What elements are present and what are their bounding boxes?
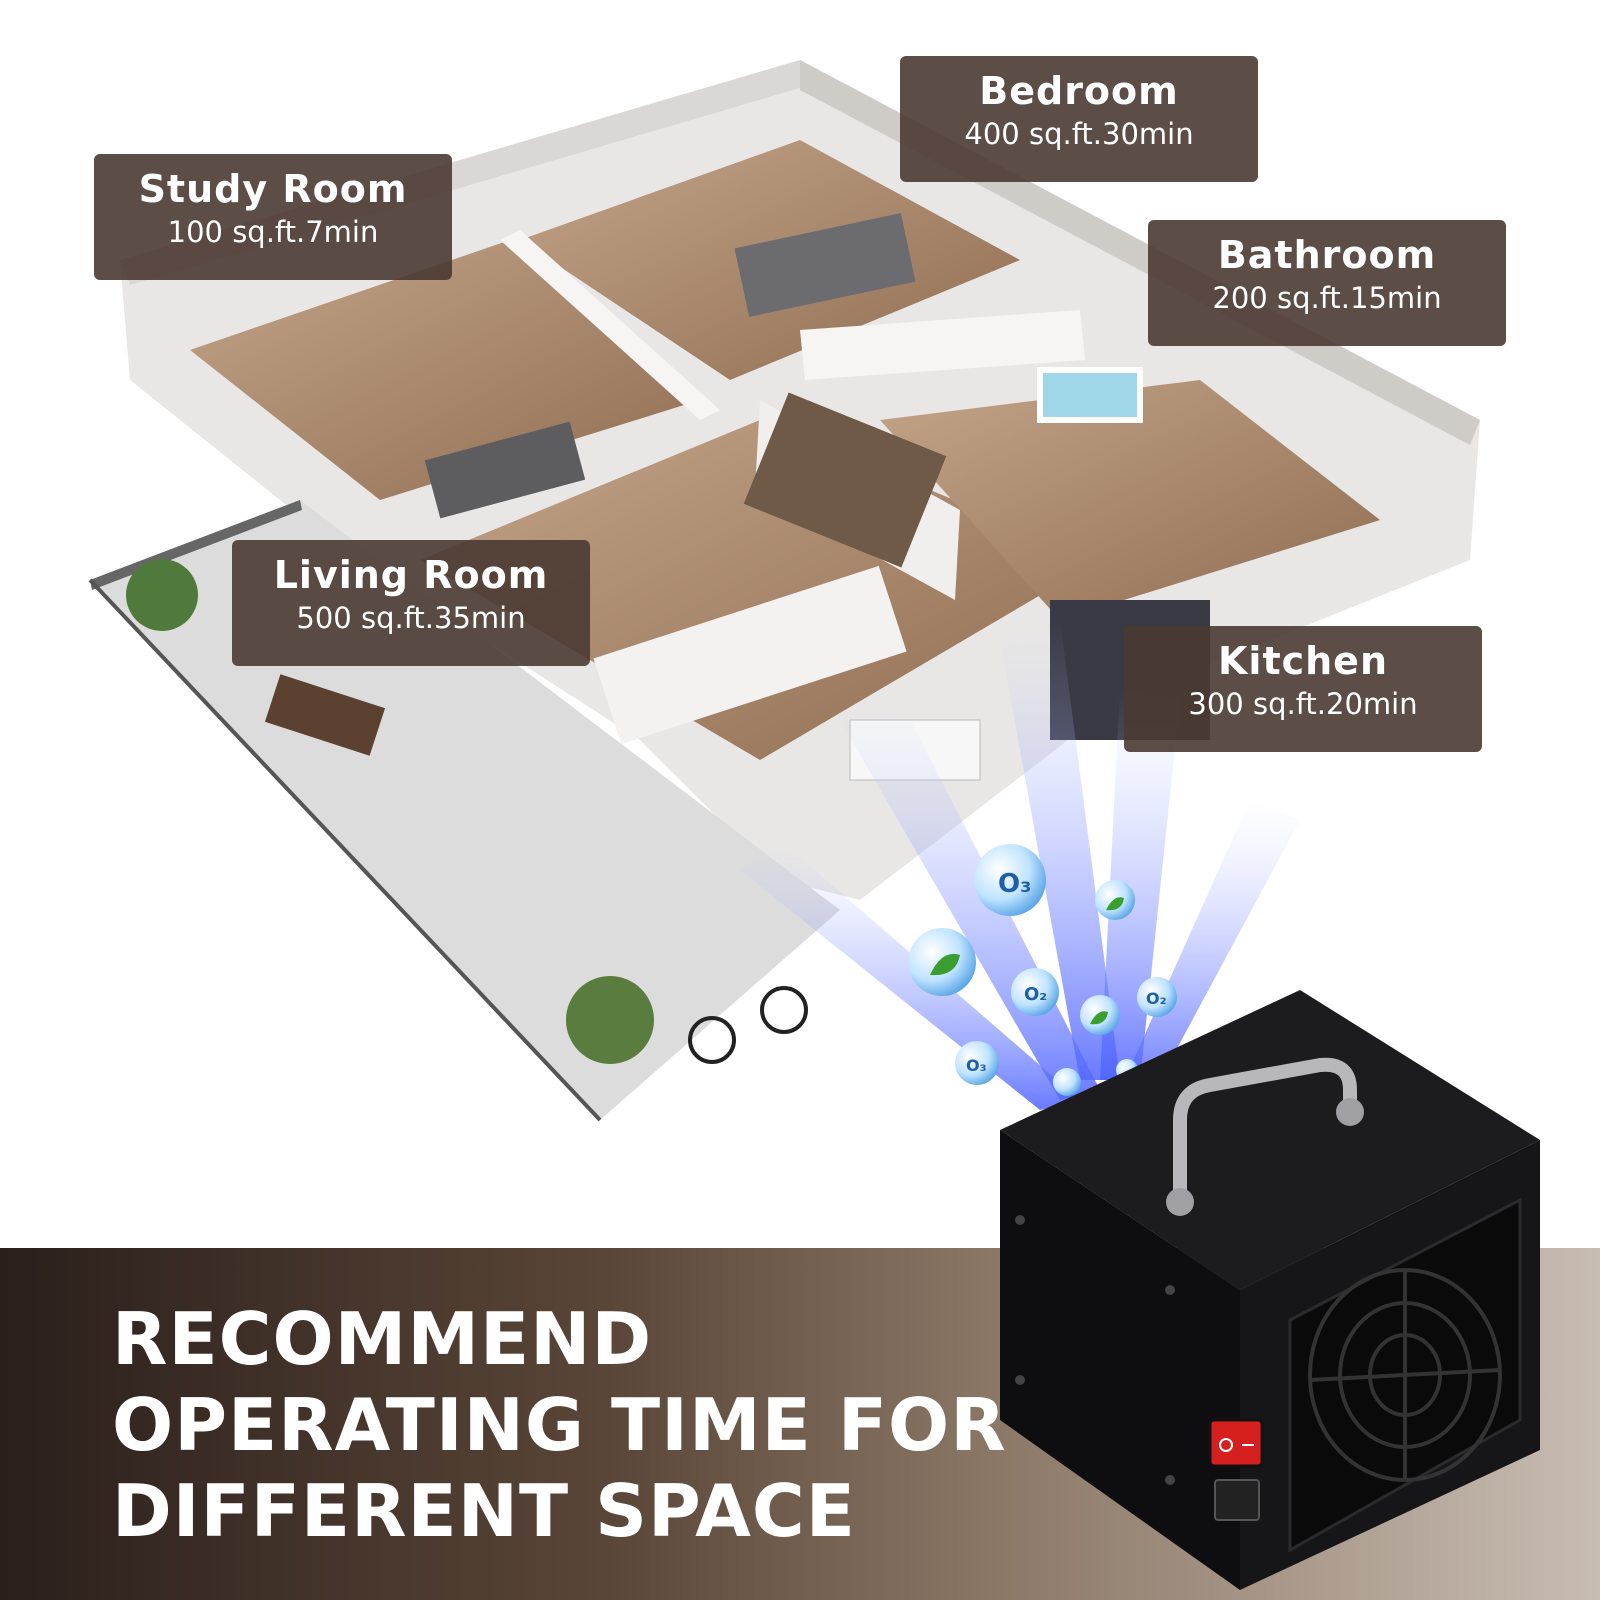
room-name: Living Room (273, 553, 549, 597)
handle (1173, 1057, 1357, 1207)
oxygen-bubble-icon (1137, 977, 1177, 1017)
device-top (1000, 990, 1540, 1290)
fan-grille (1288, 1197, 1522, 1553)
power-socket (1214, 1479, 1260, 1521)
ozone-bubble-label: O₃ (966, 1056, 987, 1075)
bicycle-wheel-1 (688, 1016, 736, 1064)
label-bathroom: Bathroom 200 sq.ft.15min (1148, 220, 1506, 346)
plant-left (126, 559, 198, 631)
label-kitchen: Kitchen 300 sq.ft.20min (1124, 626, 1482, 752)
room-name: Bedroom (979, 69, 1179, 113)
ozone-generator-device (1000, 990, 1540, 1590)
label-bedroom: Bedroom 400 sq.ft.30min (900, 56, 1258, 182)
ozone-rays (740, 620, 1300, 1110)
leaf-icon (1106, 897, 1124, 911)
interior-wall-1 (500, 230, 720, 420)
oxygen-bubble-icon (1011, 968, 1059, 1016)
interior-wall-3 (800, 310, 1085, 380)
outdoor-table (264, 674, 386, 756)
room-spec: 400 sq.ft.30min (964, 117, 1194, 151)
oxygen-bubble-label: O₂ (1146, 989, 1167, 1008)
headline-line-2: OPERATING TIME FOR (112, 1383, 1007, 1467)
label-study-room: Study Room 100 sq.ft.7min (94, 154, 452, 280)
screw (1165, 1475, 1175, 1485)
bicycle-wheel-2 (760, 986, 808, 1034)
bed-main (734, 213, 916, 317)
leaf-icon (930, 953, 960, 976)
headline-line-3: DIFFERENT SPACE (112, 1469, 856, 1553)
hall-floor (880, 380, 1380, 620)
leaf-icon (1090, 1011, 1108, 1025)
power-switch-off-mark (1219, 1438, 1233, 1452)
power-switch[interactable] (1208, 1418, 1264, 1468)
ozone-bubble-icon (955, 1041, 999, 1085)
terrace-rail-front (88, 578, 602, 1122)
bookshelf (743, 392, 947, 568)
screw (1015, 1215, 1025, 1225)
device-left-face (1000, 1130, 1240, 1590)
screw (1165, 1285, 1175, 1295)
handle-base (1166, 1188, 1194, 1216)
handle-base (1336, 1098, 1364, 1126)
label-living-room: Living Room 500 sq.ft.35min (232, 540, 590, 666)
plant-bottom (566, 976, 654, 1064)
room-name: Study Room (138, 167, 408, 211)
room-spec: 100 sq.ft.7min (167, 215, 379, 249)
ozone-bubble-icon (974, 844, 1046, 916)
room-spec: 500 sq.ft.35min (296, 601, 526, 635)
bathtub (1037, 367, 1143, 423)
sofa (593, 565, 907, 745)
screw (1015, 1375, 1025, 1385)
ozone-bubble-icon (1053, 1068, 1081, 1096)
room-spec: 200 sq.ft.15min (1212, 281, 1442, 315)
room-name: Kitchen (1217, 639, 1389, 683)
headline: RECOMMEND OPERATING TIME FOR DIFFERENT S… (112, 1296, 1007, 1554)
oxygen-bubble-label: O₂ (1024, 984, 1047, 1005)
bed-study (424, 421, 586, 519)
room-spec: 300 sq.ft.20min (1188, 687, 1418, 721)
room-name: Bathroom (1217, 233, 1437, 277)
headline-line-1: RECOMMEND (112, 1297, 653, 1381)
ozone-bubbles: O₃ O₂ O₂ O₃ (908, 844, 1177, 1096)
ozone-bubble-label: O₃ (998, 869, 1032, 899)
